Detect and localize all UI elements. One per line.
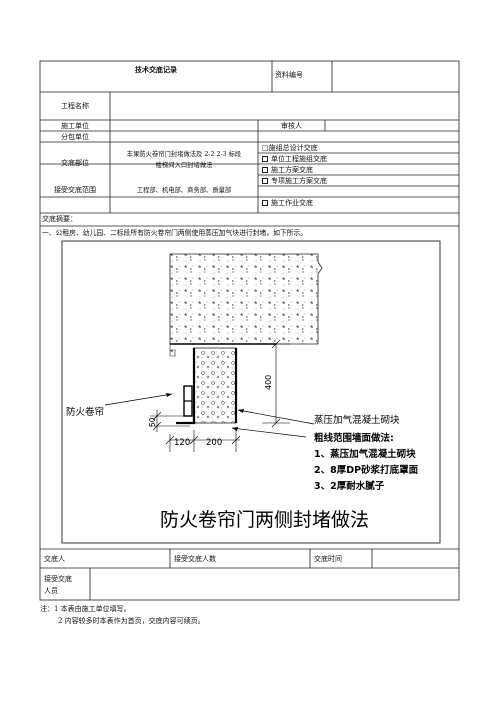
disclosure-part-label: 交底部位 xyxy=(61,159,89,167)
form-title: 技术交底记录 xyxy=(135,65,177,74)
dimension-120: 120 xyxy=(174,438,191,448)
concrete-stub xyxy=(169,344,176,357)
aerated-block xyxy=(193,347,237,424)
option-construction-plan[interactable]: 施工方案交底 xyxy=(262,166,313,175)
subcontractor-label: 分包单位 xyxy=(61,133,89,141)
label-thick-line-range: 粗线范围墙面做法: xyxy=(314,433,394,444)
footer-note-2: 2 内容较多时本表作为首页，交底内容可续页。 xyxy=(58,617,205,625)
summary-label: 交底摘要： xyxy=(42,215,77,223)
project-name-label: 工程名称 xyxy=(61,102,89,110)
receiving-scope-label: 接受交底范围 xyxy=(54,186,96,194)
note-3: 3、2厚耐水腻子 xyxy=(314,481,385,492)
option-text: 单位工程施组交底 xyxy=(271,155,327,163)
dimension-400: 400 xyxy=(264,374,273,390)
finish-line-left xyxy=(176,348,196,425)
summary-text: 一、公租房、幼儿园、二标段所有防火卷帘门两侧使用蒸压加气块进行封堵，如下所示。 xyxy=(42,229,308,237)
reviewer-label: 审核人 xyxy=(281,122,302,130)
option-operation[interactable]: 施工作业交底 xyxy=(262,199,313,208)
disclosure-time-label: 交底时间 xyxy=(314,555,342,563)
receiver-label-line2: 人员 xyxy=(44,587,58,595)
option-general-design[interactable]: □施组总设计交底 xyxy=(262,144,318,153)
label-fire-shutter: 防火卷帘 xyxy=(66,407,105,418)
option-text: 专项施工方案交底 xyxy=(271,177,327,185)
checkbox[interactable] xyxy=(262,167,268,173)
receiver-label-line1: 接受交底 xyxy=(44,575,72,583)
discloser-label: 交底人 xyxy=(44,555,65,563)
disclosure-part-value-line2: 楼梯间入口封堵做法 xyxy=(155,162,213,169)
option-special-plan[interactable]: 专项施工方案交底 xyxy=(262,177,327,186)
contractor-label: 施工单位 xyxy=(61,122,89,130)
checkbox[interactable] xyxy=(262,156,268,162)
note-2: 2、8厚DP砂浆打底罩面 xyxy=(314,465,419,476)
checkbox[interactable] xyxy=(262,178,268,184)
label-aerated-block: 蒸压加气混凝土砌块 xyxy=(314,415,400,426)
concrete-slab xyxy=(169,253,323,345)
doc-no-label: 资料编号 xyxy=(275,71,303,79)
disclosure-part-value-line1: 丰果防火卷帘门封堵做法及 2-2 2-3 标段 xyxy=(126,151,242,158)
dimension-200: 200 xyxy=(206,438,223,448)
note-1: 1、蒸压加气混凝土砌块 xyxy=(314,449,416,460)
drawing-frame xyxy=(61,240,441,544)
checkbox[interactable] xyxy=(262,200,268,206)
footer-note-1: 注：1 本表由施工单位填写。 xyxy=(40,605,131,613)
option-text: □施组总设计交底 xyxy=(262,144,318,152)
dimension-50: 50 xyxy=(148,417,157,427)
receiver-count-label: 接受交底人数 xyxy=(174,555,216,563)
receiving-scope-value: 工程部、机电部、商务部、质量部 xyxy=(136,187,232,194)
drawing-caption: 防火卷帘门两侧封堵做法 xyxy=(160,509,370,531)
option-text: 施工作业交底 xyxy=(271,199,313,207)
option-unit-project[interactable]: 单位工程施组交底 xyxy=(262,155,327,164)
option-text: 施工方案交底 xyxy=(271,166,313,174)
